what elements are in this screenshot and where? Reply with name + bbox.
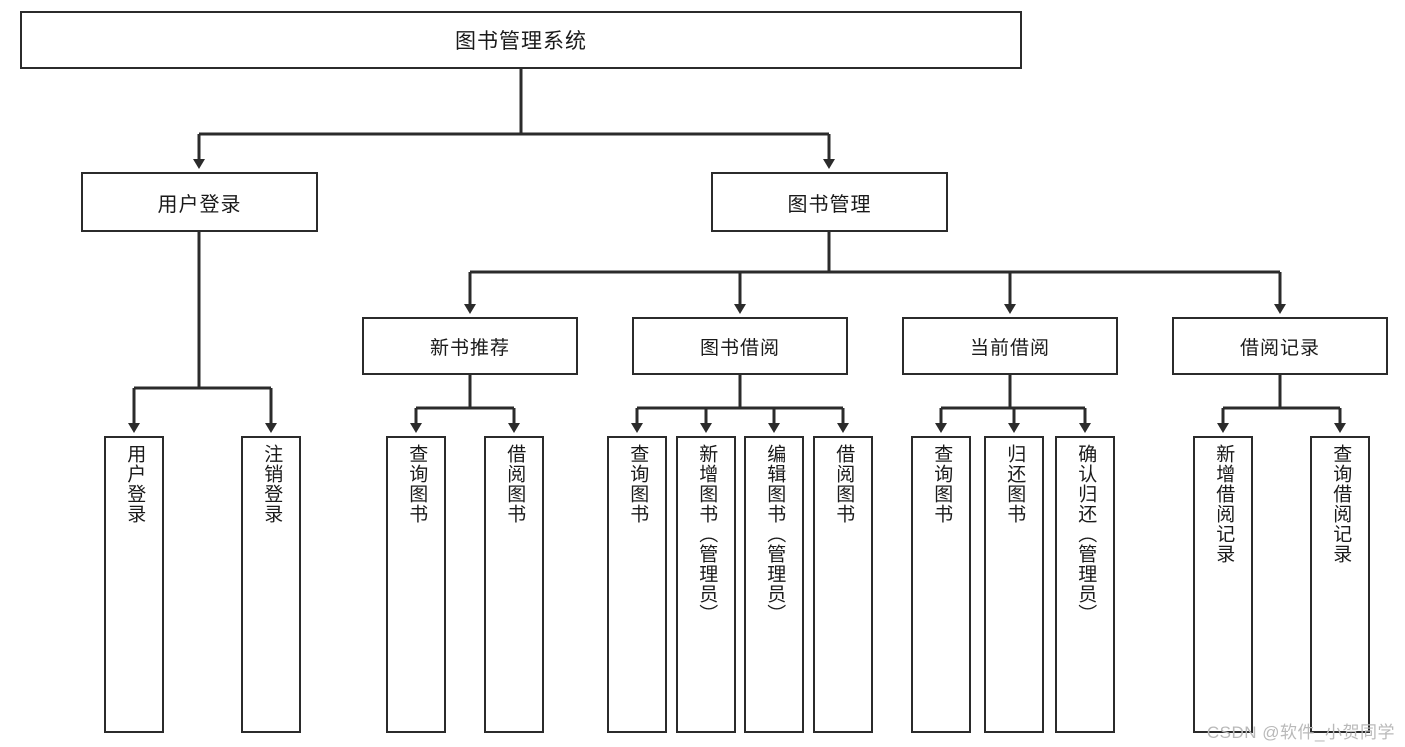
- node-leaf-edit-book-admin[interactable]: 编辑图书（管理员）: [744, 436, 804, 733]
- node-leaf-query-books-current-label: 查询图书: [931, 444, 953, 524]
- node-level3-book-borrow-label: 图书借阅: [699, 337, 780, 359]
- node-leaf-query-books-current[interactable]: 查询图书: [911, 436, 971, 733]
- node-level3-current-borrow-label: 当前借阅: [969, 337, 1050, 359]
- node-leaf-add-book-admin-label: 新增图书（管理员）: [696, 444, 718, 624]
- node-leaf-logout-label: 注销登录: [261, 444, 283, 524]
- node-leaf-edit-book-admin-label: 编辑图书（管理员）: [764, 444, 786, 624]
- node-leaf-query-borrow-record-label: 查询借阅记录: [1330, 444, 1352, 564]
- node-leaf-query-books-borrow-label: 查询图书: [627, 444, 649, 524]
- node-leaf-logout[interactable]: 注销登录: [241, 436, 301, 733]
- node-level2-book-management[interactable]: 图书管理: [711, 172, 948, 232]
- node-leaf-borrow-books-recommend[interactable]: 借阅图书: [484, 436, 544, 733]
- node-leaf-return-book-label: 归还图书: [1004, 444, 1026, 524]
- node-leaf-user-login-label: 用户登录: [124, 444, 146, 524]
- node-level3-new-book-recommend-label: 新书推荐: [429, 337, 510, 359]
- node-level2-user-login-label: 用户登录: [157, 193, 242, 216]
- node-leaf-user-login[interactable]: 用户登录: [104, 436, 164, 733]
- node-leaf-borrow-book[interactable]: 借阅图书: [813, 436, 873, 733]
- node-level2-book-management-label: 图书管理: [787, 193, 872, 216]
- node-level3-current-borrow[interactable]: 当前借阅: [902, 317, 1118, 375]
- node-root-label: 图书管理系统: [455, 30, 587, 53]
- watermark: CSDN @软件_小贺同学: [1206, 723, 1395, 742]
- node-leaf-query-books-recommend[interactable]: 查询图书: [386, 436, 446, 733]
- node-leaf-query-books-recommend-label: 查询图书: [406, 444, 428, 524]
- node-leaf-add-borrow-record-label: 新增借阅记录: [1213, 444, 1235, 564]
- node-leaf-confirm-return-admin-label: 确认归还（管理员）: [1075, 444, 1097, 624]
- node-leaf-borrow-books-recommend-label: 借阅图书: [504, 444, 526, 524]
- node-leaf-confirm-return-admin[interactable]: 确认归还（管理员）: [1055, 436, 1115, 733]
- node-level3-borrow-records[interactable]: 借阅记录: [1172, 317, 1388, 375]
- node-leaf-query-books-borrow[interactable]: 查询图书: [607, 436, 667, 733]
- node-leaf-add-borrow-record[interactable]: 新增借阅记录: [1193, 436, 1253, 733]
- node-level3-new-book-recommend[interactable]: 新书推荐: [362, 317, 578, 375]
- node-level2-user-login[interactable]: 用户登录: [81, 172, 318, 232]
- node-leaf-borrow-book-label: 借阅图书: [833, 444, 855, 524]
- node-level3-book-borrow[interactable]: 图书借阅: [632, 317, 848, 375]
- node-leaf-add-book-admin[interactable]: 新增图书（管理员）: [676, 436, 736, 733]
- node-leaf-return-book[interactable]: 归还图书: [984, 436, 1044, 733]
- node-leaf-query-borrow-record[interactable]: 查询借阅记录: [1310, 436, 1370, 733]
- node-root[interactable]: 图书管理系统: [20, 11, 1022, 69]
- node-level3-borrow-records-label: 借阅记录: [1239, 337, 1320, 359]
